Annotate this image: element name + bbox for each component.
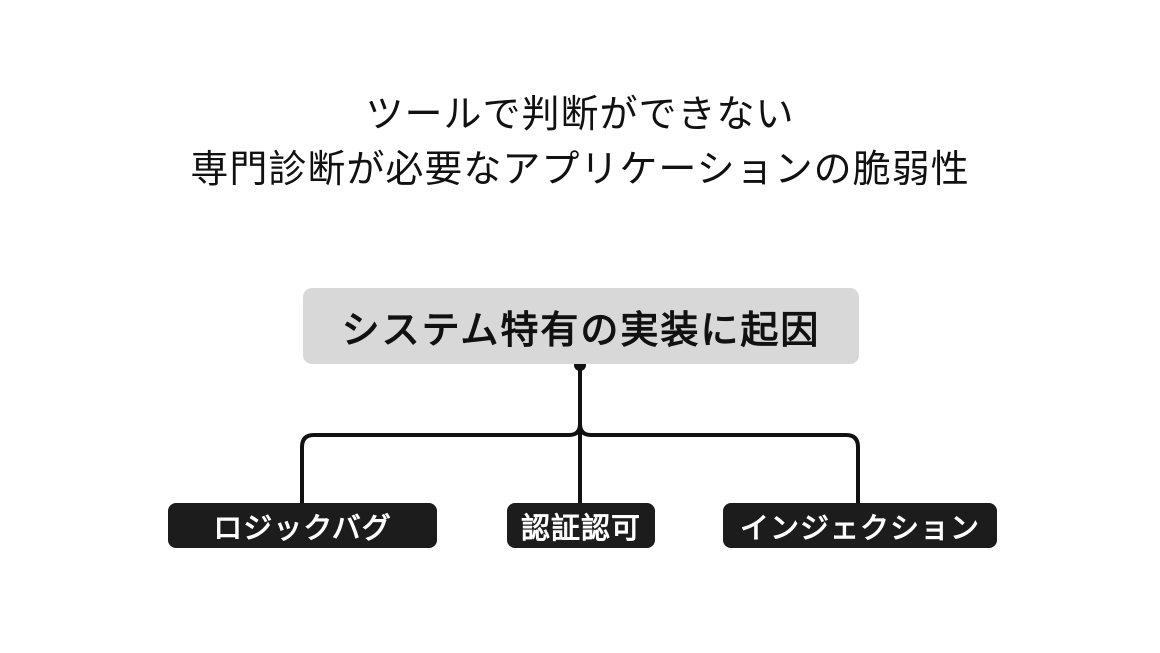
title-line-2: 専門診断が必要なアプリケーションの脆弱性 (190, 149, 970, 191)
title-line-1: ツールで判断ができない (365, 94, 795, 136)
root-node: システム特有の実装に起因 (303, 288, 859, 364)
child-node-injection: インジェクション (723, 503, 997, 548)
page-title: ツールで判断ができない 専門診断が必要なアプリケーションの脆弱性 (0, 88, 1160, 198)
connector-right-branch (578, 363, 860, 507)
connector-left-branch (300, 363, 582, 507)
child-node-authn-authz: 認証認可 (507, 503, 655, 548)
child-node-logic-bug: ロジックバグ (168, 503, 437, 548)
